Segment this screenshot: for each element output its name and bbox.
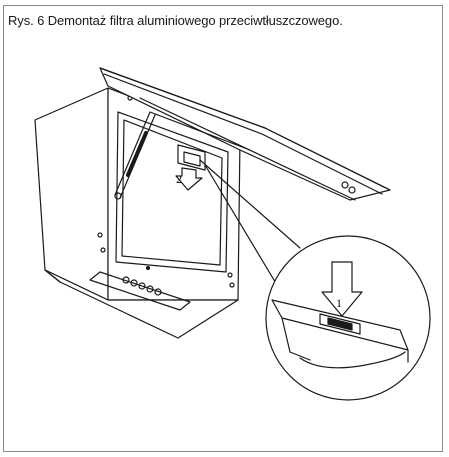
detail-leader-lines bbox=[199, 159, 301, 291]
support-arms bbox=[114, 111, 251, 200]
open-glass-panel bbox=[99, 67, 391, 201]
arrow-1-icon: 1 bbox=[321, 261, 363, 317]
callout-label-1: 1 bbox=[336, 296, 342, 310]
filter-latch bbox=[177, 144, 206, 171]
figure-caption: Rys. 6 Demontaż filtra aluminiowego prze… bbox=[8, 13, 343, 28]
arrow-2-icon: 2 bbox=[175, 167, 203, 191]
detail-circle bbox=[265, 235, 431, 401]
callout-label-2: 2 bbox=[176, 172, 182, 186]
